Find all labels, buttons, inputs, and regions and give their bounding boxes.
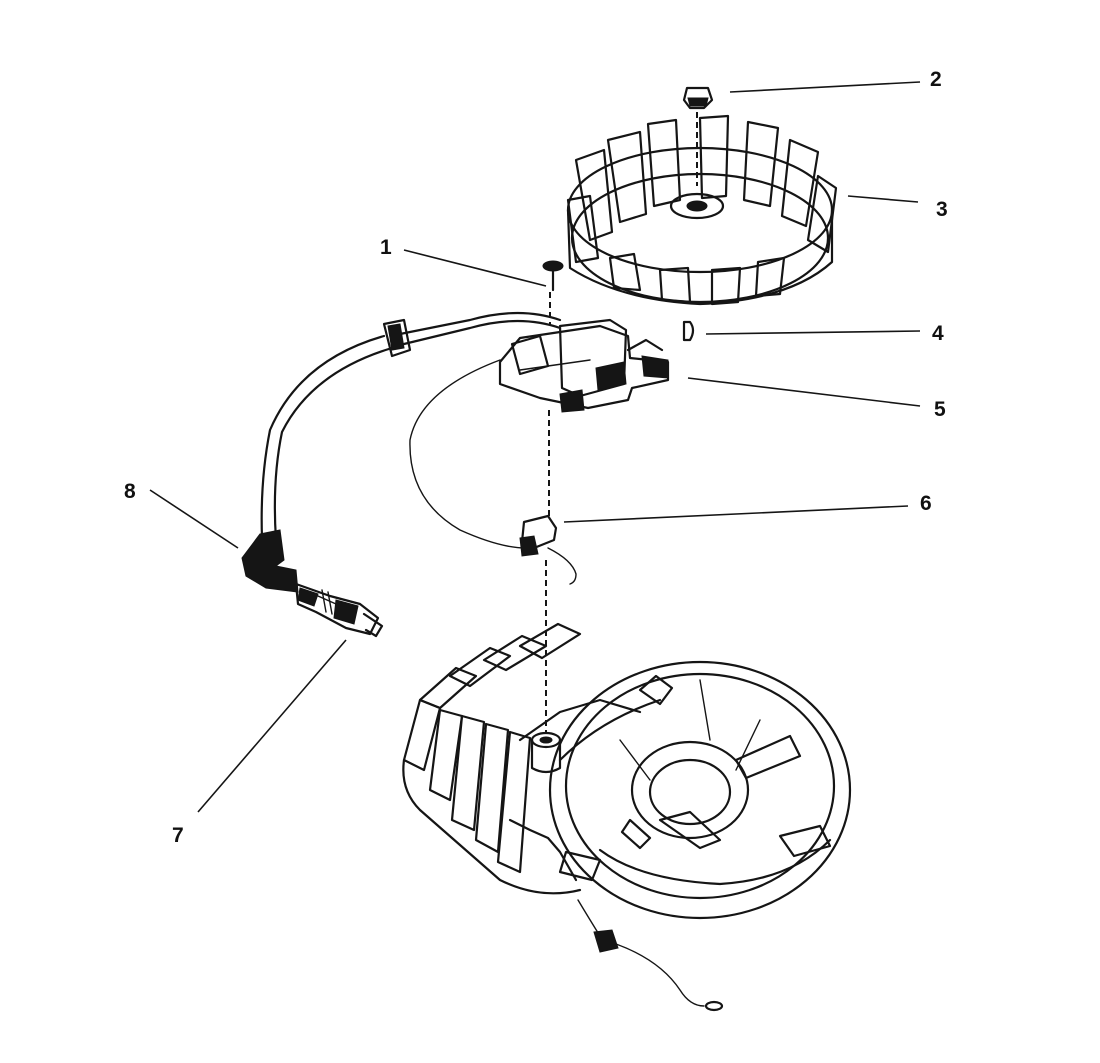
spark-plug [294,582,384,638]
callout-8: 8 [124,480,136,503]
flywheel [566,114,838,306]
callout-4: 4 [932,322,944,345]
callout-5: 5 [934,398,946,421]
leader-4 [705,330,921,335]
callout-2: 2 [930,68,942,91]
ground-clip [409,359,577,732]
flywheel-key [682,320,695,342]
leader-5 [687,377,921,407]
callout-3: 3 [936,198,948,221]
spark-plug-boot [241,311,562,593]
callout-labels: 1 2 3 4 5 6 7 8 [124,68,948,847]
engine-block [402,622,852,1012]
callout-7: 7 [172,824,184,847]
leader-1 [403,249,547,287]
leader-7 [197,639,347,813]
nut [682,86,714,186]
callout-6: 6 [920,492,932,515]
ignition-module [498,318,670,413]
screw [542,260,564,324]
callout-1: 1 [380,236,392,259]
leader-8 [149,489,239,549]
leader-lines [149,81,921,813]
leader-6 [563,505,909,523]
leader-3 [847,195,919,203]
leader-2 [729,81,921,93]
